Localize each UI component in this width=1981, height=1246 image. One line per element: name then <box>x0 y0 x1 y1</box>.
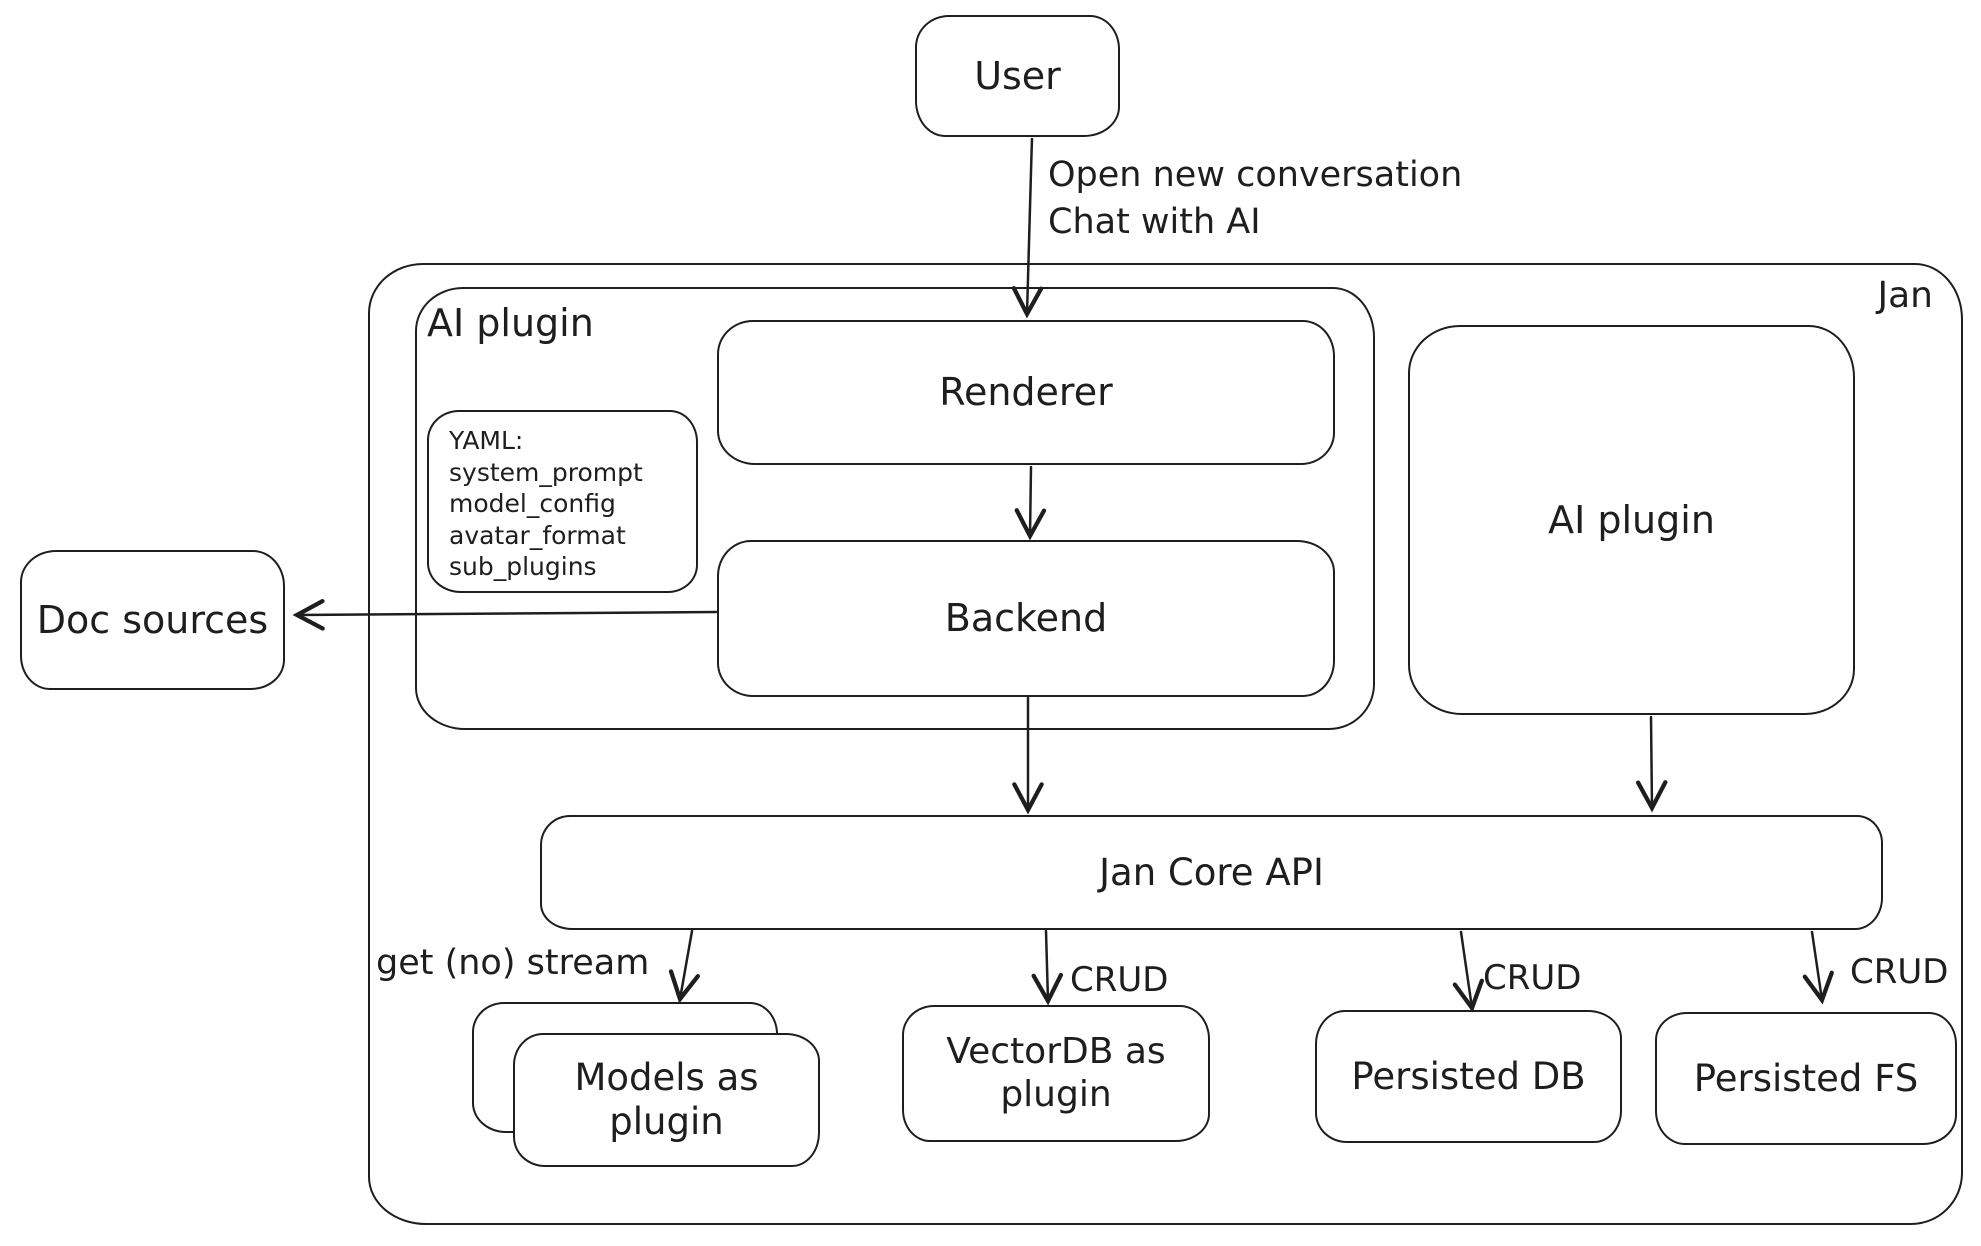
yaml-note-line: system_prompt <box>449 457 643 487</box>
edge-label-get-no-stream: get (no) stream <box>376 943 650 983</box>
node-vectordb-plugin: VectorDB as plugin <box>902 1005 1210 1142</box>
node-yaml-note: YAML: system_prompt model_config avatar_… <box>427 410 698 593</box>
node-backend-label: Backend <box>944 596 1108 641</box>
yaml-note-text: YAML: system_prompt model_config avatar_… <box>449 425 643 583</box>
jan-container-label: Jan <box>1877 275 1934 316</box>
node-vectordb-plugin-line: VectorDB as <box>946 1031 1166 1073</box>
node-user: User <box>915 15 1120 137</box>
yaml-note-line: sub_plugins <box>449 552 597 581</box>
node-jan-core-api: Jan Core API <box>540 815 1883 930</box>
edge-label-open-conversation-line: Open new conversation <box>1048 155 1463 195</box>
node-user-label: User <box>974 53 1061 98</box>
node-renderer: Renderer <box>717 320 1335 465</box>
node-models-plugin-line: Models as <box>574 1056 759 1100</box>
node-models-plugin: Models as plugin <box>513 1033 820 1167</box>
node-persisted-fs: Persisted FS <box>1655 1012 1957 1145</box>
node-models-plugin-label: Models as plugin <box>574 1056 758 1143</box>
node-vectordb-plugin-line: plugin <box>1000 1073 1112 1115</box>
node-ai-plugin-right-label: AI plugin <box>1548 497 1715 542</box>
edge-label-crud-persisted-fs: CRUD <box>1850 952 1949 992</box>
node-jan-core-api-label: Jan Core API <box>1099 850 1324 894</box>
yaml-note-line: avatar_format <box>449 520 626 550</box>
node-ai-plugin-right: AI plugin <box>1408 325 1855 715</box>
node-vectordb-plugin-label: VectorDB as plugin <box>946 1031 1165 1116</box>
node-persisted-fs-label: Persisted FS <box>1693 1056 1919 1100</box>
ai-plugin-container-label: AI plugin <box>427 301 594 345</box>
edge-label-crud-persisted-db: CRUD <box>1483 958 1582 998</box>
node-persisted-db-label: Persisted DB <box>1351 1054 1586 1098</box>
ai-plugin-container: AI plugin <box>415 287 1375 730</box>
node-persisted-db: Persisted DB <box>1315 1010 1622 1143</box>
node-renderer-label: Renderer <box>939 370 1113 415</box>
node-doc-sources: Doc sources <box>20 550 285 690</box>
edge-label-crud-vectordb: CRUD <box>1070 960 1169 1000</box>
jan-container: Jan <box>368 263 1963 1225</box>
node-backend: Backend <box>717 540 1335 697</box>
edge-label-open-conversation: Open new conversation Chat with AI <box>1048 152 1462 246</box>
node-doc-sources-label: Doc sources <box>36 597 269 642</box>
node-models-plugin-line: plugin <box>609 1100 724 1143</box>
edge-label-open-conversation-line: Chat with AI <box>1048 202 1261 242</box>
yaml-note-line: model_config <box>449 489 616 518</box>
yaml-note-line: YAML: <box>449 426 524 455</box>
